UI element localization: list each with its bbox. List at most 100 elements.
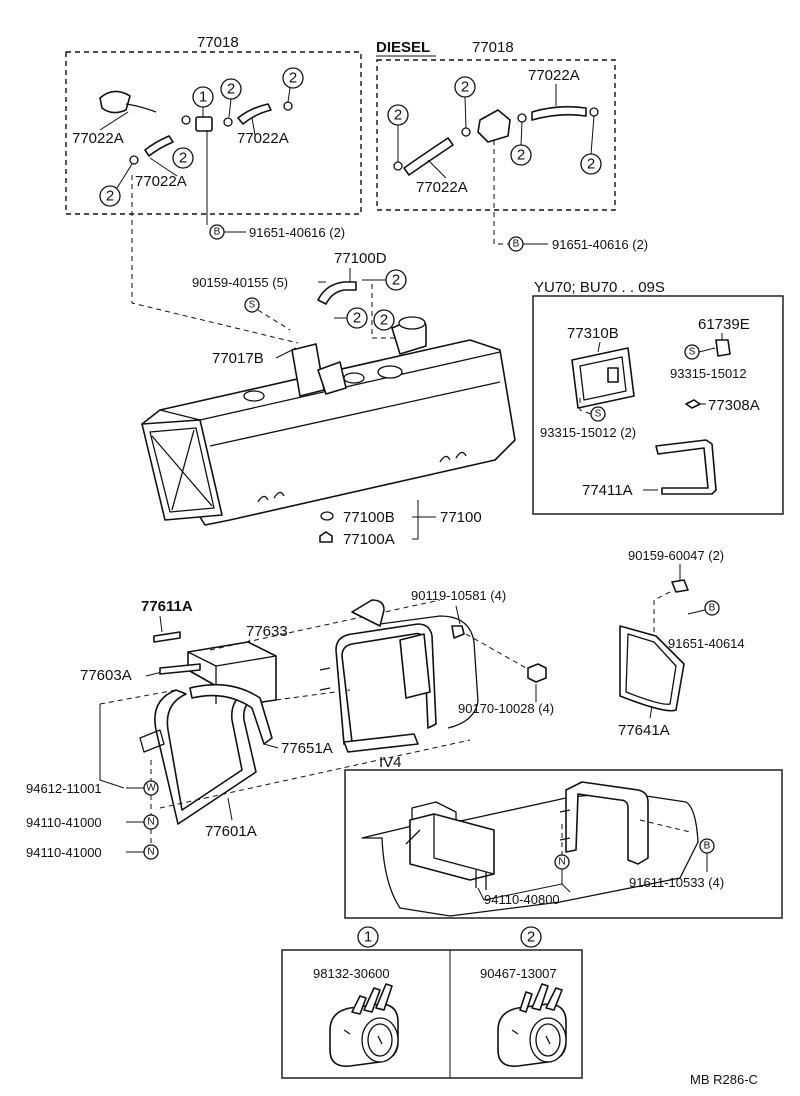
sender-bracket [317,361,347,395]
clamp-ring [129,155,139,165]
callout-n-nut-a: N [143,814,159,830]
callout-2-tank-b: 2 [346,307,368,329]
svg-text:2: 2 [179,150,187,167]
tee-fitting [195,116,213,132]
label-94110-41000-a: 94110-41000 [26,815,102,830]
callout-2-diesel-b: 2 [454,76,476,98]
svg-text:W: W [146,783,156,794]
iv4-bracket-front-edges [405,814,495,875]
bolt-77603a [159,663,201,675]
callout-w-washer: W [143,780,159,796]
legend-key-2: 2 [520,926,542,948]
tank-callout-leaders [334,279,386,319]
plate-inner [625,633,677,705]
fuel-cap-part [99,90,131,114]
callout-2-c: 2 [172,147,194,169]
clamp-ring [461,127,471,137]
leader-b-plate [687,609,706,615]
gauge-fitting [343,372,365,384]
label-90467-13007: 90467-13007 [480,966,557,981]
svg-text:1: 1 [199,89,207,106]
callout-b-bolt-left: B [209,224,225,240]
callout-n-nut-b: N [143,844,159,860]
bolt-leader-left [206,130,246,233]
svg-text:2: 2 [380,312,388,329]
svg-text:S: S [689,347,696,358]
callout-2-a: 2 [220,78,242,100]
svg-text:B: B [513,239,520,250]
strap-bracket [139,729,165,753]
clamp-ring [181,115,191,125]
hose-77022a-right [237,103,272,125]
leader-94110-40800 [477,869,571,901]
svg-text:2: 2 [394,107,402,124]
bolt-90119 [451,625,465,639]
svg-text:2: 2 [106,188,114,205]
iv4-bracket-rear [565,781,649,865]
svg-text:2: 2 [527,929,535,946]
svg-text:B: B [704,841,711,852]
fuel-tank-body [141,339,516,526]
clamp-ring [517,113,527,123]
diesel-callout-leaders [397,96,595,162]
label-90159-40155: 90159-40155 (5) [192,275,288,290]
label-iv4: IV4 [379,754,402,771]
label-77633: 77633 [246,623,288,640]
callout-2-diesel-d: 2 [580,153,602,175]
leader-77651a [263,743,279,749]
clip-61739e [715,339,731,357]
dashed-connection-left [131,175,299,344]
label-98132-30600: 98132-30600 [313,966,390,981]
label-77100b: 77100B [343,509,395,526]
callout-leaders [116,87,291,189]
hose-77022a-left [144,135,174,157]
callout-2-d: 2 [99,185,121,207]
protector-inner [579,356,627,401]
leader-s-yu70-a [698,347,716,353]
svg-text:2: 2 [353,310,361,327]
leader-77310b [597,341,601,353]
label-77017b: 77017B [212,350,264,367]
label-77018-left: 77018 [197,34,239,51]
leader-s-tank [257,309,291,331]
label-77611a: 77611A [141,598,193,615]
strap-77601a [154,689,257,825]
drain-plug-77100a [319,531,333,543]
clamp-90467-13007-drawing [497,983,567,1067]
callout-n-iv4: N [554,854,570,870]
callout-b-plate: B [704,600,720,616]
callout-b-bolt-right: B [508,236,524,252]
label-77022a-3: 77022A [237,130,289,147]
hose-77022a-diesel-right [531,105,587,121]
svg-text:B: B [709,603,716,614]
svg-text:N: N [147,847,154,858]
clamp-ring [223,117,233,127]
label-94110-40800: 94110-40800 [484,892,560,907]
filler-opening [398,316,426,330]
legend-key-1: 1 [357,926,379,948]
assembly-dashed-lines [99,599,471,809]
svg-text:2: 2 [461,79,469,96]
label-90170-10028: 90170-10028 (4) [458,701,554,716]
screw-90159 [671,579,689,593]
clamp-ring [589,107,599,117]
clamp-98132-30600-drawing [329,983,399,1067]
tank-end-recess [149,427,215,513]
tank-rear-outline [379,615,479,729]
callout-1-tee: 1 [192,86,214,108]
label-77022a-1: 77022A [72,130,124,147]
label-94612-11001: 94612-11001 [26,781,102,796]
rear-bolt-ticks [319,667,331,691]
svg-text:2: 2 [587,156,595,173]
label-77018-right: 77018 [472,39,514,56]
fuel-tank-assembly: 77100D 90159-40155 (5) 2 2 2 S 77017B [141,250,516,548]
label-yu70: YU70; BU70 . . 09S [534,279,665,296]
label-diesel: DIESEL [376,39,430,56]
label-77651a: 77651A [281,740,333,757]
label-77022a-5: 77022A [416,179,468,196]
svg-text:S: S [249,300,256,311]
label-93315-15012-b: 93315-15012 (2) [540,425,636,440]
svg-text:N: N [147,817,154,828]
callout-b-iv4: B [699,838,715,854]
